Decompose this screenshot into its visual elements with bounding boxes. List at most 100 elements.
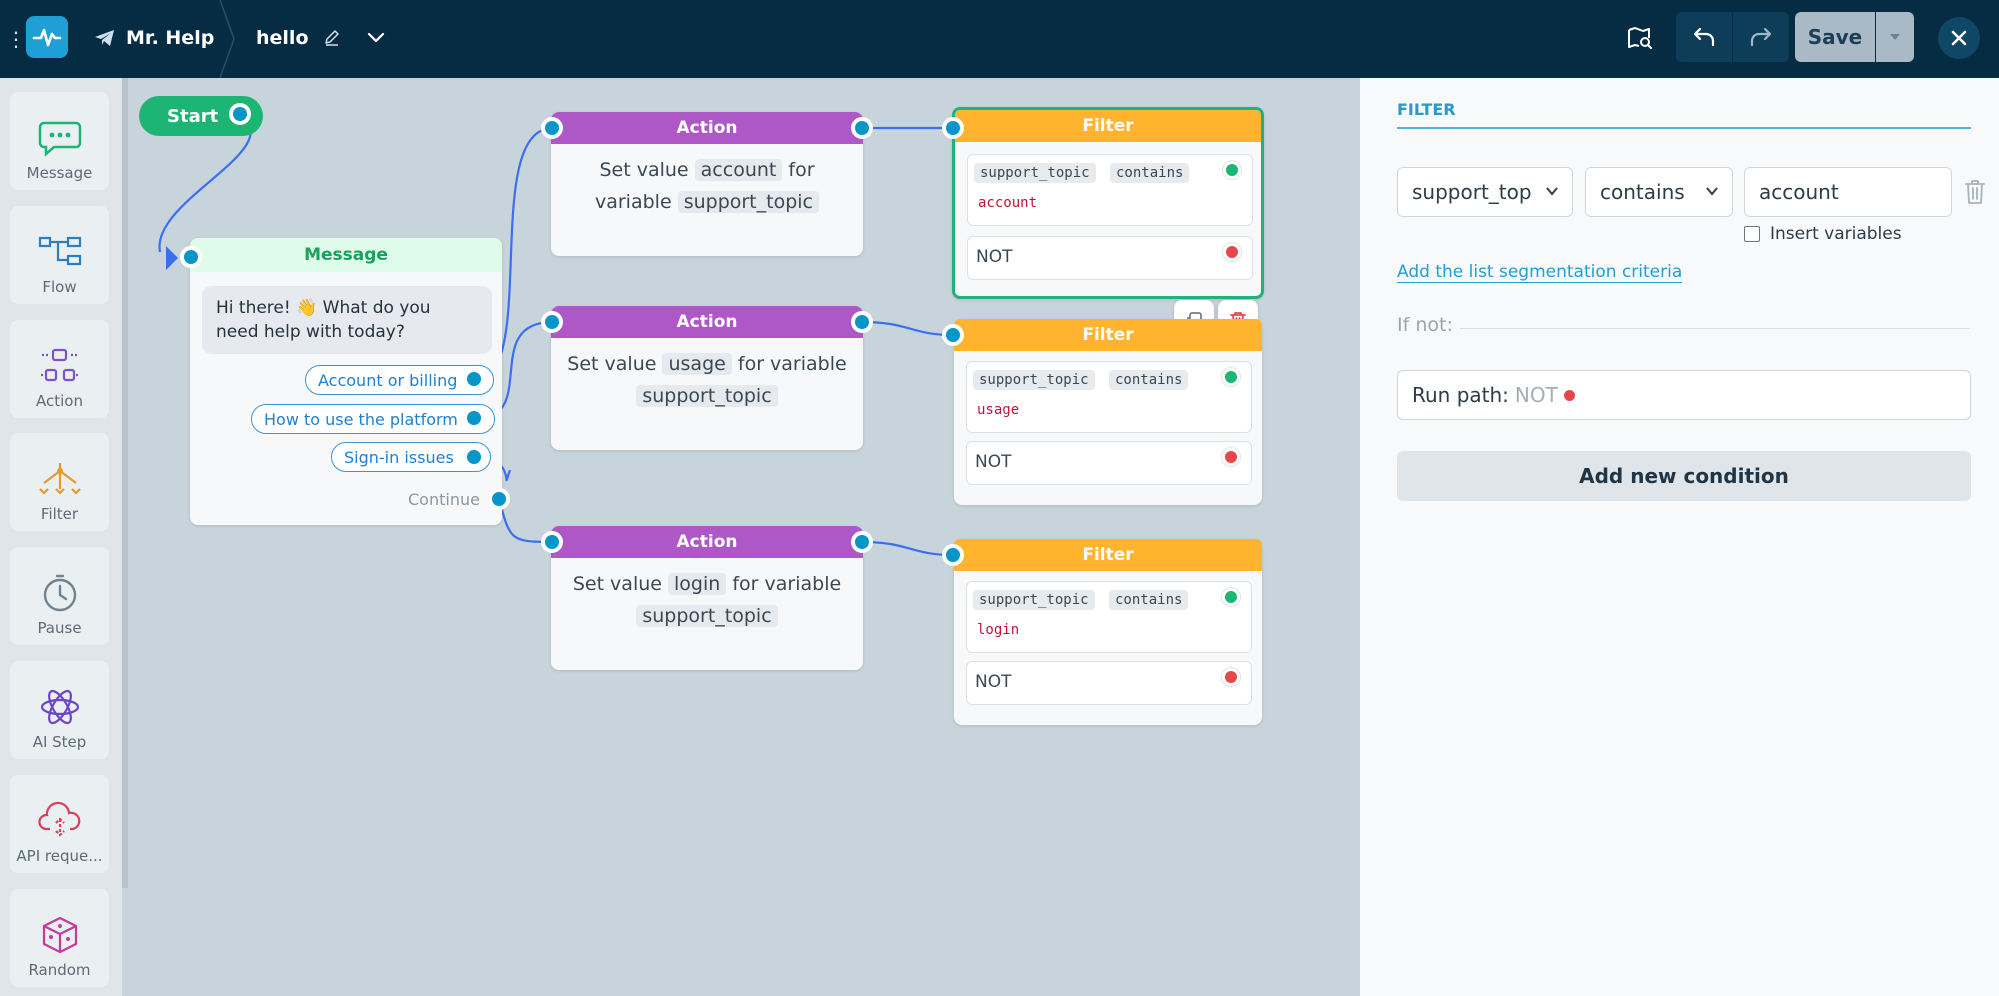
undo-button[interactable] xyxy=(1676,12,1732,62)
field-select-value: support_top xyxy=(1412,180,1532,204)
quick-reply-signin[interactable]: Sign-in issues xyxy=(331,442,491,472)
add-new-condition-button[interactable]: Add new condition xyxy=(1397,451,1971,501)
run-path-field[interactable]: Run path: NOT xyxy=(1397,370,1971,420)
bot-name[interactable]: Mr. Help xyxy=(94,22,214,54)
not-output-port[interactable] xyxy=(1223,243,1241,261)
edit-pencil-icon[interactable] xyxy=(323,29,341,47)
filter-node-header: Filter xyxy=(955,110,1261,142)
condition-output-port[interactable] xyxy=(1222,588,1240,606)
quick-reply-platform[interactable]: How to use the platform xyxy=(251,404,495,434)
action-mid: for variable xyxy=(737,353,847,375)
filter-not-branch[interactable]: NOT xyxy=(966,441,1252,485)
add-segmentation-link[interactable]: Add the list segmentation criteria xyxy=(1397,262,1683,283)
palette-scrollbar[interactable] xyxy=(122,78,128,888)
filter-condition[interactable]: support_topic contains account xyxy=(967,154,1253,226)
redo-icon xyxy=(1750,27,1772,47)
start-output-port[interactable] xyxy=(229,103,251,125)
message-node-header: Message xyxy=(190,238,502,272)
action-icon xyxy=(40,348,79,382)
palette-api-request[interactable]: API reque... xyxy=(10,775,109,873)
palette-action[interactable]: Action xyxy=(10,320,109,418)
palette-filter[interactable]: Filter xyxy=(10,433,109,531)
action-variable-chip: support_topic xyxy=(636,385,778,407)
quick-reply-signin-port[interactable] xyxy=(463,446,485,468)
action-usage-input-port[interactable] xyxy=(541,311,563,333)
condition-output-port[interactable] xyxy=(1223,161,1241,179)
undo-icon xyxy=(1693,27,1715,47)
flow-name[interactable]: hello xyxy=(256,22,341,54)
action-node-usage[interactable]: Action Set value usage for variable supp… xyxy=(551,306,863,450)
quick-reply-label: Account or billing xyxy=(318,370,458,390)
filter-login-input-port[interactable] xyxy=(942,544,964,566)
condition-output-port[interactable] xyxy=(1222,368,1240,386)
action-prefix: Set value xyxy=(567,353,657,375)
action-login-input-port[interactable] xyxy=(541,531,563,553)
more-menu-icon[interactable]: ⋮ xyxy=(6,27,26,51)
operator-select[interactable]: contains xyxy=(1585,167,1733,217)
filter-node-account[interactable]: Filter support_topic contains account NO… xyxy=(952,107,1264,299)
chevron-down-icon xyxy=(1546,187,1558,196)
trash-icon[interactable] xyxy=(1962,177,1988,207)
preview-map-icon[interactable] xyxy=(1620,18,1660,58)
filter-condition[interactable]: support_topic contains login xyxy=(966,581,1252,653)
condition-field-chip: support_topic xyxy=(973,370,1095,390)
quick-reply-platform-port[interactable] xyxy=(463,407,485,429)
quick-reply-label: Sign-in issues xyxy=(344,447,454,467)
insert-variables-checkbox[interactable]: Insert variables xyxy=(1744,224,1902,244)
palette-label: Filter xyxy=(40,505,79,523)
message-node[interactable]: Message Hi there! 👋 What do you need hel… xyxy=(190,238,502,525)
action-usage-output-port[interactable] xyxy=(851,311,873,333)
save-button[interactable]: Save xyxy=(1795,12,1875,62)
panel-title: FILTER xyxy=(1397,100,1456,119)
dice-icon xyxy=(42,916,77,954)
filter-settings-panel: FILTER support_top contains account Inse… xyxy=(1360,78,1999,996)
filter-not-branch[interactable]: NOT xyxy=(967,236,1253,280)
action-account-input-port[interactable] xyxy=(541,117,563,139)
action-variable-chip: support_topic xyxy=(677,191,819,213)
not-output-port[interactable] xyxy=(1222,668,1240,686)
not-label: NOT xyxy=(976,247,1013,267)
palette-label: AI Step xyxy=(32,733,87,751)
condition-operator-chip: contains xyxy=(1110,163,1190,183)
action-account-output-port[interactable] xyxy=(851,117,873,139)
app-logo[interactable] xyxy=(26,16,68,58)
palette-ai-step[interactable]: AI Step xyxy=(10,661,109,759)
action-description: Set value usage for variable support_top… xyxy=(551,338,863,422)
palette-label: Flow xyxy=(42,278,77,296)
palette-message[interactable]: Message xyxy=(10,92,109,190)
field-select[interactable]: support_top xyxy=(1397,167,1573,217)
continue-label: Continue xyxy=(408,490,480,509)
close-button[interactable] xyxy=(1938,17,1980,59)
continue-port[interactable] xyxy=(488,488,510,510)
action-node-login[interactable]: Action Set value login for variable supp… xyxy=(551,526,863,670)
value-input[interactable]: account xyxy=(1744,167,1952,217)
filter-usage-input-port[interactable] xyxy=(942,324,964,346)
palette-flow[interactable]: Flow xyxy=(10,206,109,304)
filter-icon xyxy=(38,463,81,495)
flow-dropdown-chevron-icon[interactable] xyxy=(360,22,392,54)
filter-node-usage[interactable]: Filter support_topic contains usage NOT xyxy=(954,319,1262,505)
run-path-value: NOT xyxy=(1514,383,1558,407)
palette-pause[interactable]: Pause xyxy=(10,547,109,645)
action-prefix: Set value xyxy=(599,159,689,181)
palette-label: Random xyxy=(28,961,91,979)
save-options-dropdown[interactable] xyxy=(1876,12,1914,62)
message-input-port[interactable] xyxy=(180,246,202,268)
filter-account-input-port[interactable] xyxy=(942,117,964,139)
chat-bubble-icon xyxy=(38,121,81,157)
quick-reply-account-port[interactable] xyxy=(463,368,485,390)
not-output-port[interactable] xyxy=(1222,448,1240,466)
quick-reply-label: How to use the platform xyxy=(264,409,458,429)
insert-variables-label: Insert variables xyxy=(1770,224,1902,244)
redo-button[interactable] xyxy=(1733,12,1789,62)
action-login-output-port[interactable] xyxy=(851,531,873,553)
checkbox-box[interactable] xyxy=(1744,226,1760,242)
filter-condition[interactable]: support_topic contains usage xyxy=(966,361,1252,433)
filter-node-login[interactable]: Filter support_topic contains login NOT xyxy=(954,539,1262,725)
filter-not-branch[interactable]: NOT xyxy=(966,661,1252,705)
action-node-header: Action xyxy=(551,112,863,144)
quick-reply-account[interactable]: Account or billing xyxy=(305,365,495,395)
message-text: Hi there! 👋 What do you need help with t… xyxy=(202,286,492,354)
action-node-account[interactable]: Action Set value account for variable su… xyxy=(551,112,863,256)
palette-random[interactable]: Random xyxy=(10,889,109,987)
